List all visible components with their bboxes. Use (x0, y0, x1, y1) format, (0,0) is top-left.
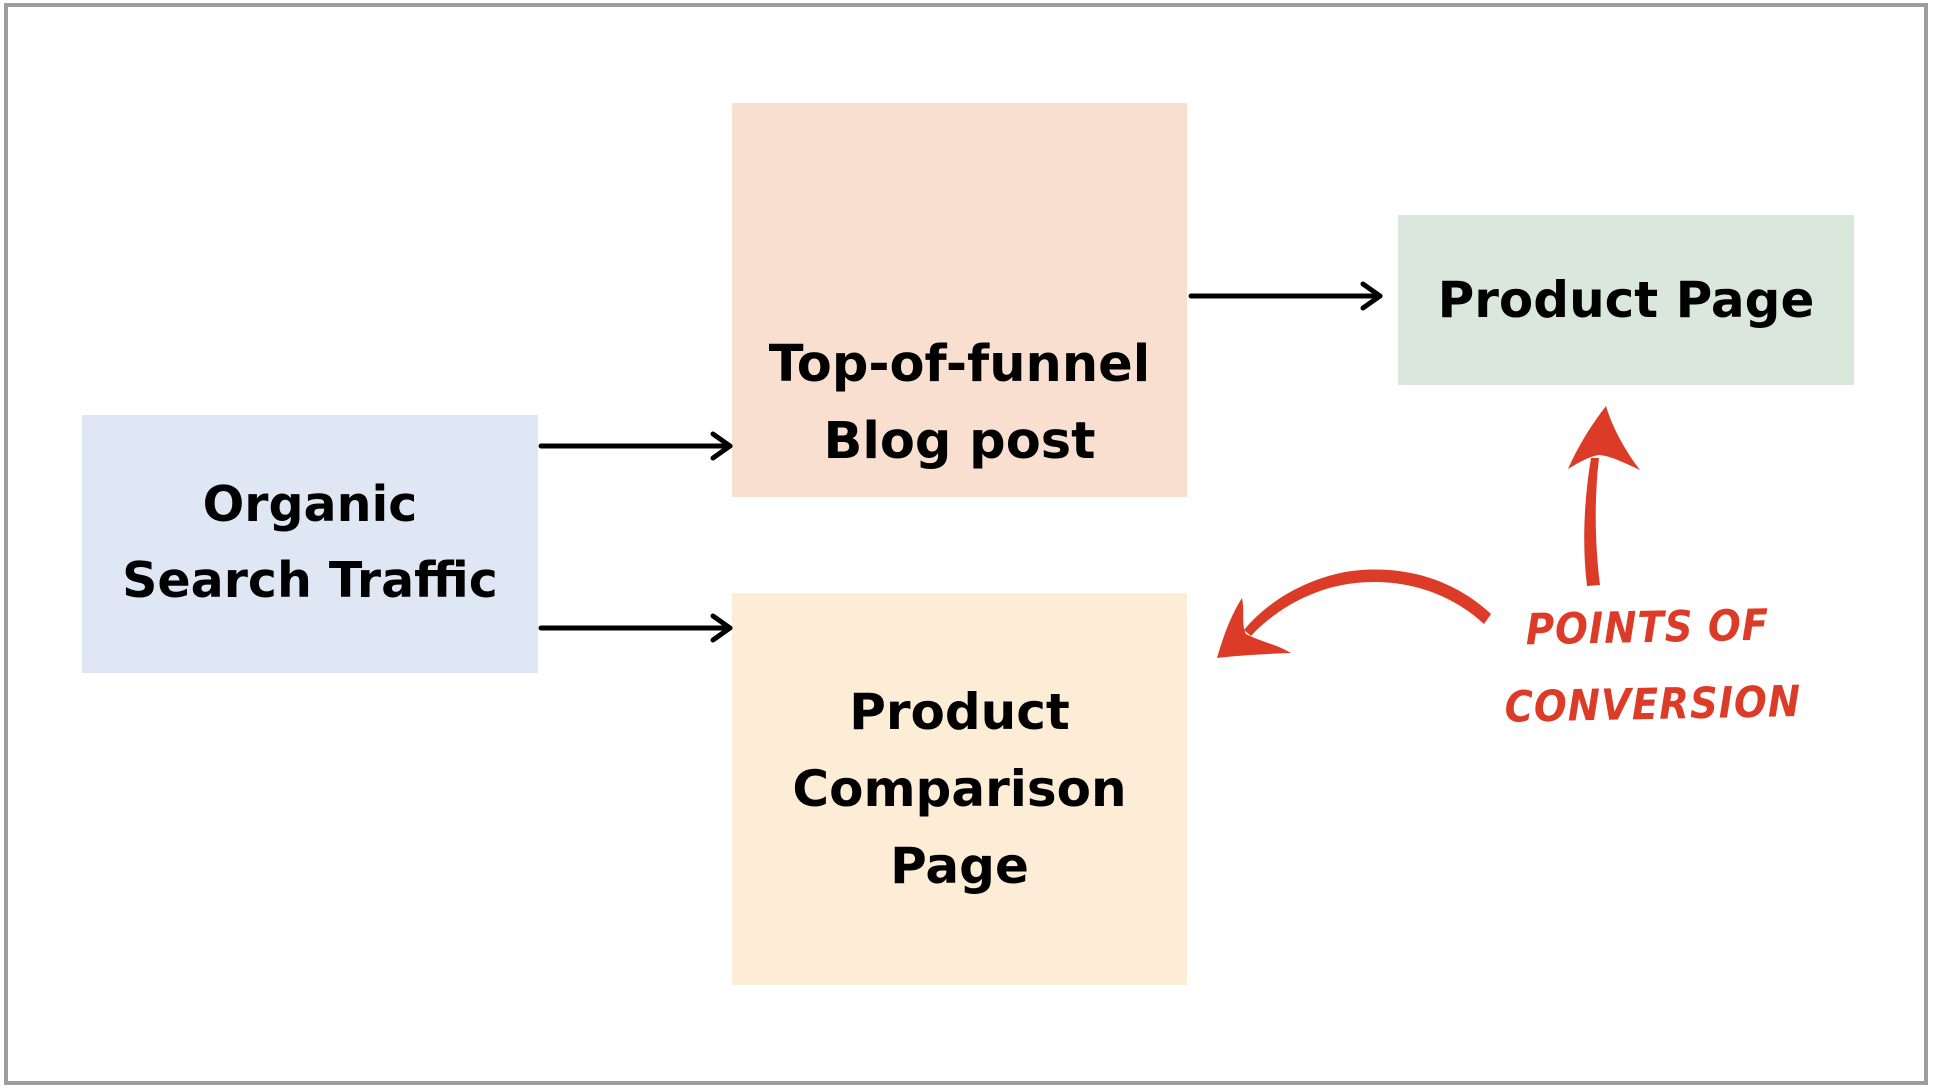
conversion-label-line-2: CONVERSION (1504, 677, 1802, 733)
organic-search-traffic-box: Organic Search Traffic (82, 415, 538, 673)
organic-box-line-1: Organic (202, 476, 418, 533)
product-comparison-page-box: Product Comparison Page (732, 593, 1187, 985)
organic-box-line-2: Search Traffic (122, 552, 498, 609)
conversion-label-line-1: POINTS OF (1525, 600, 1770, 656)
blog-box-line-1: Top-of-funnel (768, 335, 1151, 394)
comparison-box-line-2: Comparison (792, 759, 1127, 818)
top-of-funnel-blog-post-box: Top-of-funnel Blog post (732, 103, 1187, 497)
product-page-box-label: Product Page (1437, 271, 1815, 329)
comparison-box-line-3: Page (890, 836, 1029, 895)
product-page-box: Product Page (1398, 215, 1854, 385)
blog-box-line-2: Blog post (823, 412, 1096, 471)
points-of-conversion-label: POINTS OF CONVERSION (1503, 587, 1802, 747)
comparison-box-line-1: Product (849, 682, 1070, 741)
